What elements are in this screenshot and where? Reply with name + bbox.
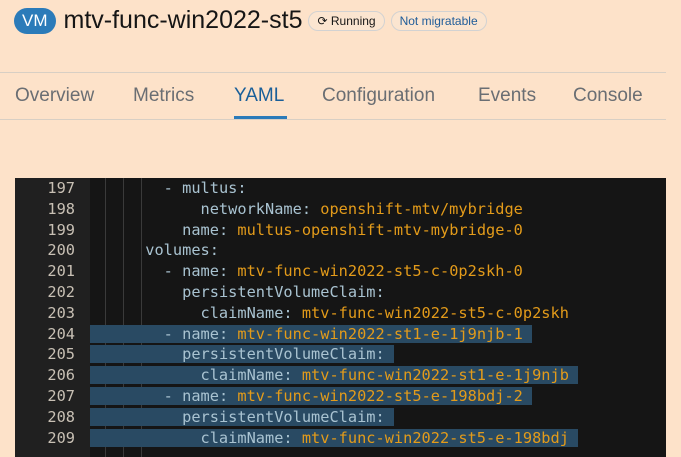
code-line: volumes:	[90, 241, 219, 259]
page-title: mtv-func-win2022-st5	[63, 6, 303, 34]
indent-guide	[123, 178, 124, 457]
yaml-key: networkName:	[200, 199, 321, 218]
yaml-value: mtv-func-win2022-st1-e-1j9njb-1	[237, 324, 523, 343]
yaml-key: multus:	[182, 179, 247, 197]
yaml-key: volumes:	[145, 241, 219, 260]
divider	[0, 72, 666, 73]
code-line: claimName: mtv-func-win2022-st5-c-0p2skh	[90, 304, 569, 322]
code-line: persistentVolumeClaim:	[90, 407, 394, 426]
yaml-key: claimName:	[200, 366, 302, 385]
yaml-editor[interactable]: 197 - multus: 198 networkName: openshift-…	[15, 178, 666, 457]
active-tab-indicator	[234, 116, 287, 119]
code-line: name: multus-openshift-mtv-mybridge-0	[90, 221, 523, 239]
line-number: 200	[47, 241, 75, 260]
yaml-key: persistentVolumeClaim:	[182, 283, 385, 301]
tab-console[interactable]: Console	[573, 85, 643, 106]
line-number: 203	[47, 303, 75, 322]
code-line: claimName: mtv-func-win2022-st5-e-198bdj	[90, 428, 579, 447]
line-number: 198	[47, 199, 75, 218]
yaml-value: openshift-mtv/mybridge	[320, 199, 523, 218]
migratable-badge: Not migratable	[390, 10, 487, 31]
indent-guide	[105, 178, 106, 457]
yaml-value: mtv-func-win2022-st5-e-198bdj-2	[237, 387, 523, 405]
yaml-key: claimName:	[200, 303, 302, 322]
tab-events[interactable]: Events	[478, 85, 537, 106]
page-header: VM mtv-func-win2022-st5 ⟳ Running Not mi…	[14, 6, 487, 35]
line-number: 206	[47, 366, 75, 385]
code-line: persistentVolumeClaim:	[90, 345, 394, 364]
indent-guide	[141, 178, 142, 457]
vm-kind-badge: VM	[14, 7, 56, 34]
line-number: 205	[47, 345, 75, 364]
yaml-key: name:	[182, 387, 238, 405]
code-line: - multus:	[90, 179, 247, 197]
yaml-value: mtv-func-win2022-st5-e-198bdj	[301, 428, 569, 447]
line-number: 204	[47, 324, 75, 343]
sync-icon: ⟳	[317, 13, 331, 28]
line-number: 199	[47, 220, 75, 239]
tab-configuration[interactable]: Configuration	[322, 85, 436, 106]
line-number: 202	[47, 283, 75, 301]
code-line: - name: mtv-func-win2022-st1-e-1j9njb-1	[90, 324, 533, 343]
tab-yaml[interactable]: YAML	[234, 85, 285, 106]
line-number: 209	[47, 428, 75, 447]
yaml-value: mtv-func-win2022-st5-c-0p2skh	[301, 303, 569, 322]
tab-overview[interactable]: Overview	[15, 85, 95, 106]
status-badge: ⟳ Running	[308, 10, 385, 31]
yaml-value: mtv-func-win2022-st1-e-1j9njb	[301, 366, 569, 385]
yaml-key: persistentVolumeClaim:	[182, 345, 385, 364]
yaml-key: name:	[182, 220, 238, 239]
code-line: networkName: openshift-mtv/mybridge	[90, 200, 523, 218]
line-number-gutter	[15, 178, 90, 457]
code-line: - name: mtv-func-win2022-st5-c-0p2skh-0	[90, 262, 523, 281]
code-line: persistentVolumeClaim:	[90, 283, 385, 301]
code-line: claimName: mtv-func-win2022-st1-e-1j9njb	[90, 366, 579, 385]
line-number: 197	[47, 179, 75, 197]
line-number: 201	[47, 262, 75, 281]
yaml-value: mtv-func-win2022-st5-c-0p2skh-0	[237, 262, 523, 281]
yaml-key: claimName:	[200, 428, 302, 447]
tab-metrics[interactable]: Metrics	[133, 85, 195, 106]
yaml-key: name:	[182, 324, 238, 343]
line-number: 207	[47, 387, 75, 405]
code-line: - name: mtv-func-win2022-st5-e-198bdj-2	[90, 387, 533, 405]
yaml-value: multus-openshift-mtv-mybridge-0	[237, 220, 523, 239]
yaml-key: persistentVolumeClaim:	[182, 407, 385, 426]
divider	[0, 119, 666, 120]
yaml-key: name:	[182, 262, 238, 281]
line-number: 208	[47, 407, 75, 426]
